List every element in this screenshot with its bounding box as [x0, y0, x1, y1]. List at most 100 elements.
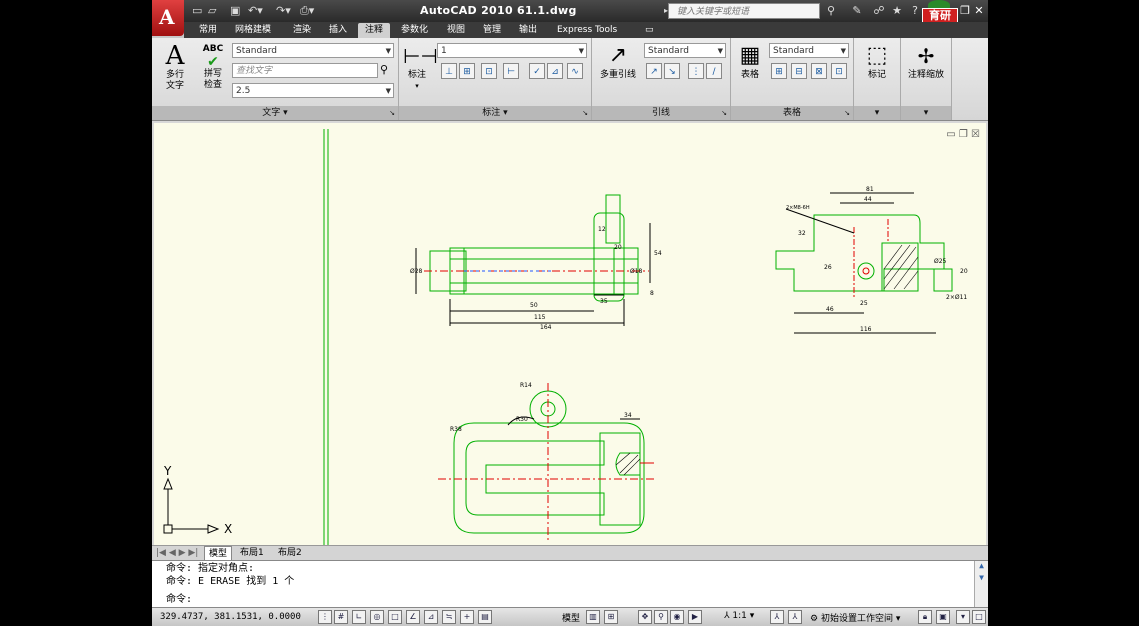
- annotation-scaling-button[interactable]: ✢ 注释缩放: [903, 42, 949, 81]
- coordinate-readout[interactable]: 329.4737, 381.1531, 0.0000: [160, 612, 301, 622]
- quick-view-icon[interactable]: ⊞: [604, 610, 618, 624]
- remove-leader-icon[interactable]: ↘: [664, 63, 680, 79]
- dim-jog-icon[interactable]: ⊢: [503, 63, 519, 79]
- showmotion-icon[interactable]: ▶: [688, 610, 702, 624]
- zoom-icon[interactable]: ⚲: [654, 610, 668, 624]
- table-button[interactable]: ▦ 表格: [735, 42, 765, 81]
- tab-manage[interactable]: 管理: [483, 25, 502, 35]
- table-style-select[interactable]: Standard▼: [769, 43, 849, 58]
- markup-button[interactable]: ⬚ 标记: [860, 42, 894, 81]
- hardware-acceleration-icon[interactable]: ▣: [936, 610, 950, 624]
- dim-style-select[interactable]: 1▼: [437, 43, 587, 58]
- mark-panel-title[interactable]: ▾: [854, 106, 900, 120]
- layout-icon[interactable]: ▥: [586, 610, 600, 624]
- polar-tracking-icon[interactable]: ◎: [370, 610, 384, 624]
- annotation-scale-panel-title[interactable]: ▾: [901, 106, 951, 120]
- tab-model[interactable]: 模型: [204, 546, 233, 561]
- close-drawing-icon[interactable]: ☒: [971, 129, 980, 140]
- object-snap-tracking-icon[interactable]: ∠: [406, 610, 420, 624]
- dimension-panel-title[interactable]: 标注 ▾↘: [399, 106, 591, 120]
- tab-home[interactable]: 常用: [199, 25, 218, 35]
- clean-screen-icon[interactable]: □: [972, 610, 986, 624]
- dynamic-ucs-icon[interactable]: ⊿: [424, 610, 438, 624]
- tab-express-tools[interactable]: Express Tools: [557, 25, 618, 35]
- dim-break-icon[interactable]: ⊥: [441, 63, 457, 79]
- drawing-canvas[interactable]: ▭ ❐ ☒: [154, 123, 986, 545]
- multileader-button[interactable]: ↗ 多重引线: [596, 42, 640, 81]
- workspace-switch[interactable]: ⚙ 初始设置工作空间 ▾: [810, 614, 901, 624]
- binoculars-icon[interactable]: ⚲: [826, 4, 836, 17]
- pan-icon[interactable]: ✥: [638, 610, 652, 624]
- steering-wheel-icon[interactable]: ◉: [670, 610, 684, 624]
- ortho-mode-icon[interactable]: ∟: [352, 610, 366, 624]
- leader-panel-title[interactable]: 引线↘: [592, 106, 730, 120]
- plot-icon[interactable]: ⎙▾: [300, 4, 315, 17]
- tab-annotate[interactable]: 注释: [358, 23, 391, 38]
- search-expand-icon[interactable]: ▸: [664, 6, 669, 15]
- lock-icon[interactable]: 🔒︎: [918, 610, 932, 624]
- open-file-icon[interactable]: ▱: [208, 4, 217, 17]
- leader-style-select[interactable]: Standard▼: [644, 43, 726, 58]
- add-leader-icon[interactable]: ↗: [646, 63, 662, 79]
- text-style-select[interactable]: Standard▼: [232, 43, 394, 58]
- tab-layout1[interactable]: 布局1: [240, 548, 264, 558]
- text-height-select[interactable]: 2.5▼: [232, 83, 394, 98]
- text-panel-title[interactable]: 文字 ▾↘: [152, 106, 398, 120]
- dim-space-icon[interactable]: ⊞: [459, 63, 475, 79]
- tab-mesh-modeling[interactable]: 网格建模: [235, 25, 272, 35]
- annotation-visibility-icon[interactable]: ⅄: [770, 610, 784, 624]
- dim-oblique-icon[interactable]: ⊿: [547, 63, 563, 79]
- tab-view[interactable]: 视图: [447, 25, 466, 35]
- undo-icon[interactable]: ↶▾: [248, 4, 263, 17]
- layout-nav-arrows-icon[interactable]: |◀ ◀ ▶ ▶|: [156, 548, 199, 558]
- auto-scale-icon[interactable]: ⅄: [788, 610, 802, 624]
- dimension-button[interactable]: ⊢⊣ 标注 ▾: [403, 42, 438, 92]
- tab-layout2[interactable]: 布局2: [278, 548, 302, 558]
- extract-data-icon[interactable]: ⊟: [791, 63, 807, 79]
- status-menu-icon[interactable]: ▾: [956, 610, 970, 624]
- model-space-label[interactable]: 模型: [562, 614, 581, 624]
- tab-insert[interactable]: 插入: [329, 25, 348, 35]
- dialog-launcher-icon[interactable]: ↘: [721, 109, 727, 117]
- dim-inspect-icon[interactable]: ⊡: [481, 63, 497, 79]
- favorites-star-icon[interactable]: ★: [892, 4, 902, 17]
- command-prompt[interactable]: 命令:: [166, 594, 193, 605]
- new-file-icon[interactable]: ▭: [192, 4, 203, 17]
- communication-icon[interactable]: ☍: [873, 4, 885, 17]
- grid-display-icon[interactable]: #: [334, 610, 348, 624]
- scroll-up-icon[interactable]: ▲: [979, 561, 984, 570]
- align-leader-icon[interactable]: ⋮: [688, 63, 704, 79]
- spell-check-button[interactable]: ABC ✔ 拼写 检查: [198, 44, 228, 91]
- annotation-scale-label[interactable]: ⅄ 1:1 ▾: [724, 611, 755, 621]
- object-snap-icon[interactable]: □: [388, 610, 402, 624]
- wrench-icon[interactable]: ✎: [852, 4, 862, 17]
- tab-output[interactable]: 输出: [519, 25, 538, 35]
- dialog-launcher-icon[interactable]: ↘: [844, 109, 850, 117]
- tab-parametric[interactable]: 参数化: [401, 25, 429, 35]
- command-scrollbar[interactable]: ▲ ▼: [974, 561, 988, 607]
- collect-leader-icon[interactable]: ∕: [706, 63, 722, 79]
- dynamic-input-icon[interactable]: ≒: [442, 610, 456, 624]
- restore-drawing-icon[interactable]: ❐: [958, 129, 968, 140]
- redo-icon[interactable]: ↷▾: [276, 4, 291, 17]
- application-menu-button[interactable]: A: [152, 0, 184, 36]
- find-text-input[interactable]: 查找文字: [232, 63, 378, 78]
- dialog-launcher-icon[interactable]: ↘: [582, 109, 588, 117]
- link-data-icon[interactable]: ⊞: [771, 63, 787, 79]
- dim-update-icon[interactable]: ✓: [529, 63, 545, 79]
- dim-textedit-icon[interactable]: ∿: [567, 63, 583, 79]
- find-icon[interactable]: ⚲: [380, 63, 389, 76]
- ribbon-minimize-icon[interactable]: ▭: [645, 25, 654, 35]
- tab-render[interactable]: 渲染: [293, 25, 312, 35]
- table-panel-title[interactable]: 表格↘: [731, 106, 853, 120]
- dialog-launcher-icon[interactable]: ↘: [389, 109, 395, 117]
- search-input[interactable]: 键入关键字或短语: [668, 3, 820, 19]
- help-icon[interactable]: ?: [912, 4, 918, 17]
- quick-properties-icon[interactable]: ▤: [478, 610, 492, 624]
- restore-window-button[interactable]: ❐: [960, 4, 970, 17]
- lineweight-icon[interactable]: +: [460, 610, 474, 624]
- upload-data-icon[interactable]: ⊡: [831, 63, 847, 79]
- snap-mode-icon[interactable]: ⋮: [318, 610, 332, 624]
- close-window-button[interactable]: ✕: [974, 4, 984, 17]
- download-data-icon[interactable]: ⊠: [811, 63, 827, 79]
